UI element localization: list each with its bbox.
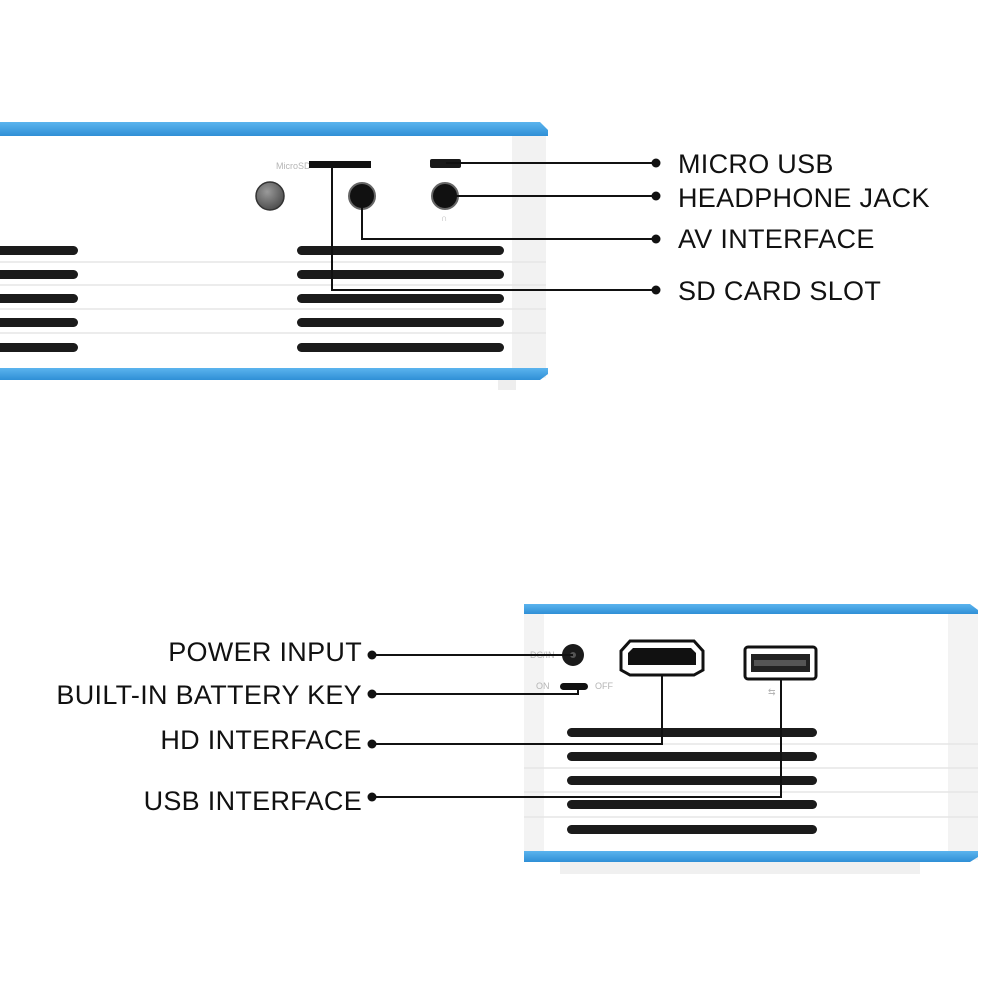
bottom-vents <box>567 728 817 834</box>
top-labels: MICRO USB HEADPHONE JACK AV INTERFACE SD… <box>678 149 930 306</box>
leader-usb <box>372 679 782 798</box>
leader-av <box>361 196 656 240</box>
label-battery-key: BUILT-IN BATTERY KEY <box>56 680 362 710</box>
top-device-bottom-band <box>0 368 548 380</box>
bottom-labels: POWER INPUT BUILT-IN BATTERY KEY HD INTE… <box>56 637 362 816</box>
label-headphone-jack: HEADPHONE JACK <box>678 183 930 213</box>
on-marking: ON <box>536 681 550 691</box>
leader-hd <box>372 675 663 745</box>
top-leader-lines <box>331 158 661 295</box>
leader-micro-usb-dot <box>651 158 661 168</box>
usb-glyph: ⇆ <box>768 687 776 697</box>
label-usb-interface: USB INTERFACE <box>144 786 362 816</box>
bottom-device: DC/IN ON OFF ⇆ <box>524 604 978 874</box>
top-device-foot <box>498 380 516 390</box>
bottom-leader-lines <box>367 650 782 802</box>
off-marking: OFF <box>595 681 613 691</box>
leader-sd-dot <box>651 285 661 295</box>
label-sd-card-slot: SD CARD SLOT <box>678 276 881 306</box>
leader-headphone-dot <box>651 191 661 201</box>
leader-usb-dot <box>367 792 377 802</box>
bottom-device-right-edge <box>948 610 978 860</box>
leader-av-dot <box>651 234 661 244</box>
top-vent-guides <box>0 261 546 334</box>
bottom-device-top-band <box>524 604 978 614</box>
label-power-input: POWER INPUT <box>168 637 362 667</box>
top-device-edge <box>512 130 546 378</box>
power-button <box>255 181 285 211</box>
bottom-device-bottom-band <box>524 851 978 862</box>
leader-power-dot <box>367 650 377 660</box>
label-av-interface: AV INTERFACE <box>678 224 875 254</box>
leader-hd-dot <box>367 739 377 749</box>
top-device: MicroSD ∩ <box>0 122 548 390</box>
sd-card-slot-port <box>309 161 371 168</box>
leader-sd <box>331 165 656 291</box>
microsd-marking: MicroSD <box>276 161 311 171</box>
micro-usb-port <box>430 159 461 168</box>
bottom-device-foot <box>560 862 920 874</box>
top-device-top-band <box>0 122 548 136</box>
bottom-device-left-edge <box>524 610 544 860</box>
leader-battery <box>372 687 579 695</box>
leader-battery-dot <box>367 689 377 699</box>
top-left-vents <box>0 246 78 352</box>
battery-switch <box>560 683 588 690</box>
top-right-vents <box>297 246 504 352</box>
label-hd-interface: HD INTERFACE <box>160 725 362 755</box>
bottom-vent-guides <box>524 743 978 818</box>
headphone-glyph: ∩ <box>441 213 447 223</box>
label-micro-usb: MICRO USB <box>678 149 834 179</box>
